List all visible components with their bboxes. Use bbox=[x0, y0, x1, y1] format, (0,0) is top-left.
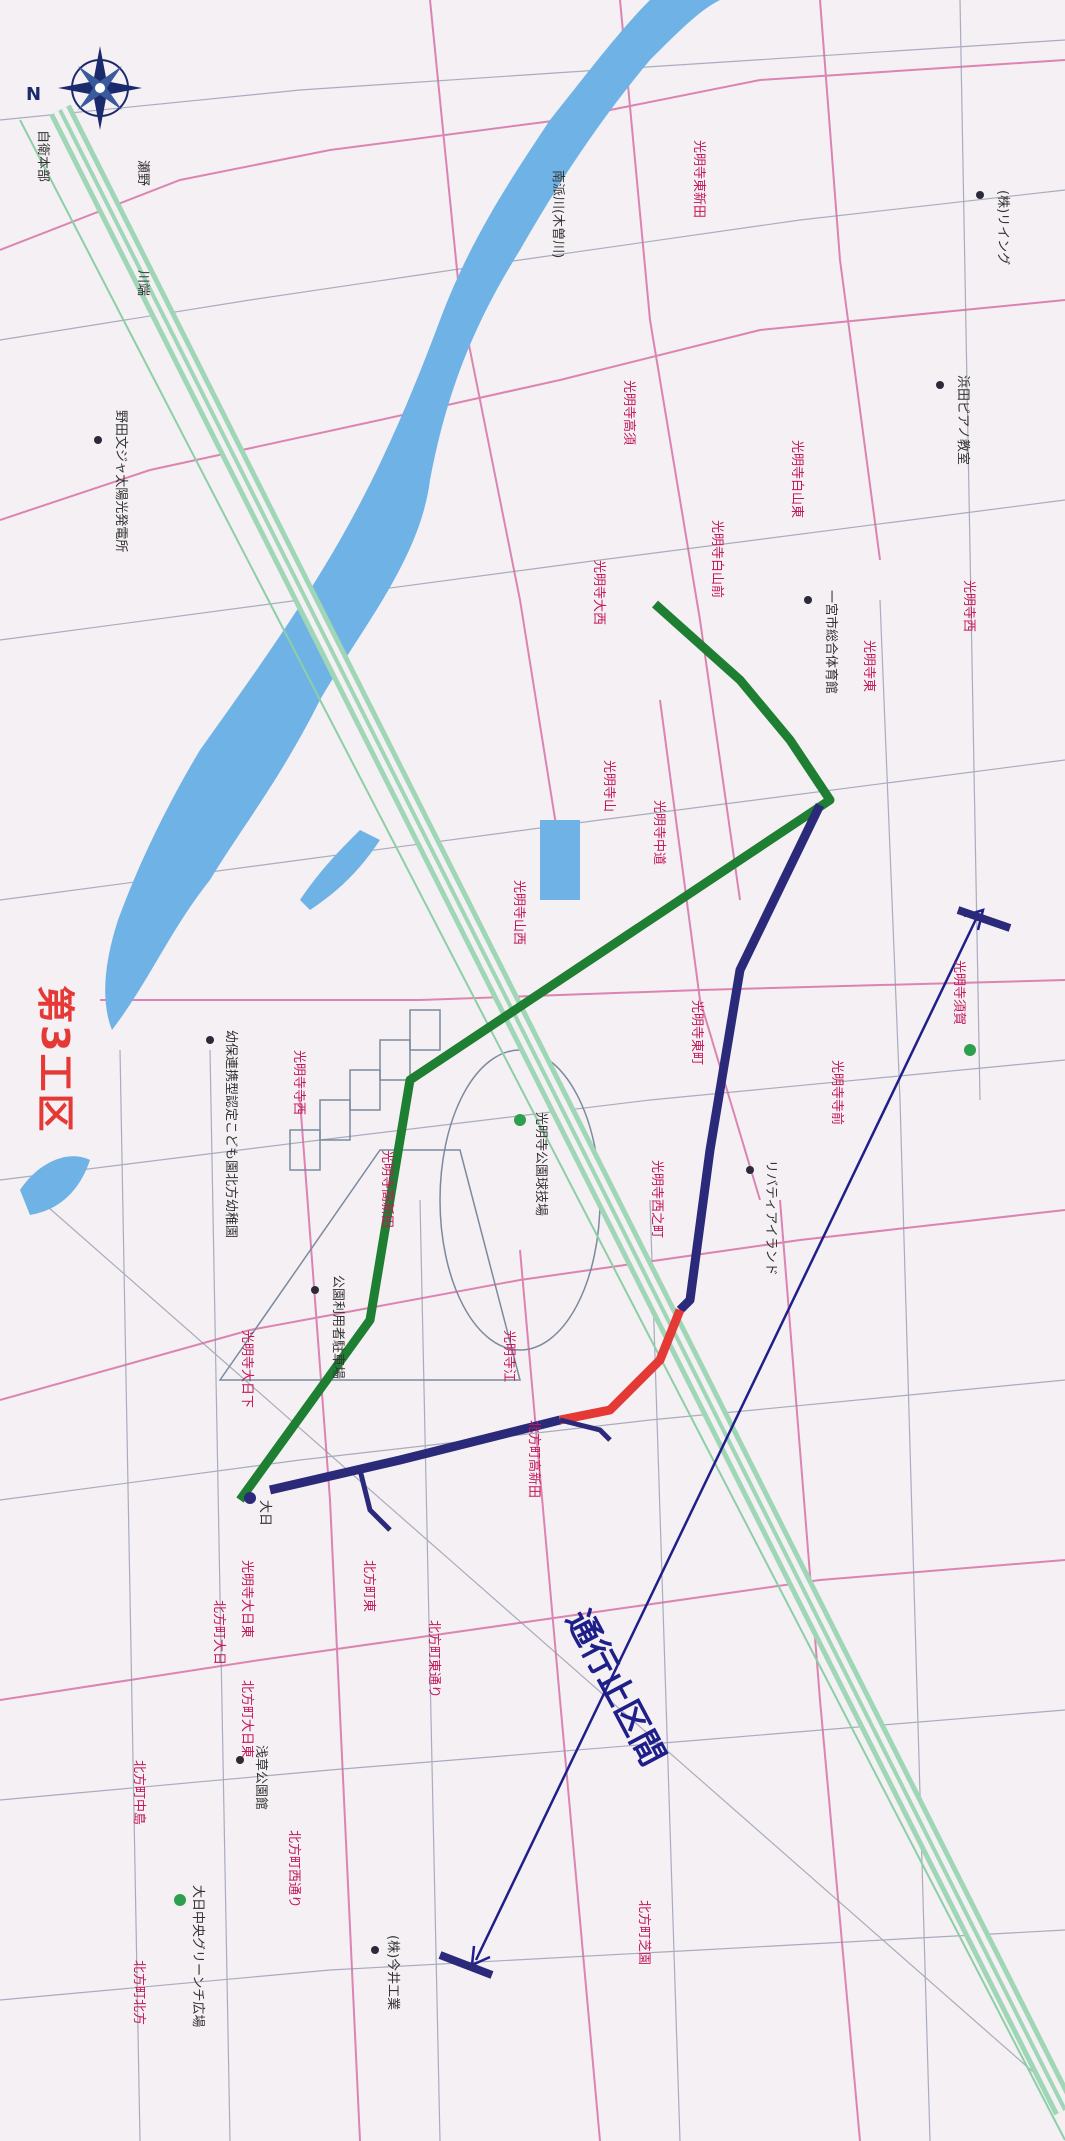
district-label: 北方町東 bbox=[361, 1560, 376, 1613]
district-label: 光明寺東町 bbox=[689, 1000, 704, 1066]
district-label: 光明寺山 bbox=[601, 760, 616, 813]
district-label: 北方町高新田 bbox=[526, 1420, 541, 1499]
place-label: 浜田ピアノ教室 bbox=[955, 375, 970, 465]
district-label: 光明寺大日東 bbox=[239, 1560, 254, 1639]
district-label: 光明寺江 bbox=[501, 1330, 516, 1383]
place-label: 大日 bbox=[257, 1500, 272, 1527]
district-label: 光明寺高新田 bbox=[379, 1150, 394, 1229]
green-route bbox=[236, 600, 835, 1503]
place-label: 光明寺公園球技場 bbox=[533, 1112, 548, 1217]
place-label: リバティアイランド bbox=[763, 1160, 778, 1276]
closure-bar-west bbox=[438, 1951, 494, 1979]
navy-route-west bbox=[268, 1415, 562, 1495]
district-label: 光明寺東新田 bbox=[691, 140, 706, 219]
place-label: 一宮市総合体育館 bbox=[823, 590, 838, 695]
district-label: 光明寺大西 bbox=[591, 560, 606, 626]
place-label: 南派川(木曽川) bbox=[550, 170, 565, 259]
district-label: 光明寺白山東 bbox=[789, 440, 804, 519]
red-route bbox=[559, 1308, 685, 1425]
district-label: 光明寺寺西 bbox=[291, 1050, 306, 1116]
closure-bar-east bbox=[956, 906, 1012, 932]
district-label: 北方町東通り bbox=[426, 1620, 441, 1699]
navy-route-main bbox=[676, 803, 825, 1314]
place-label: 川端 bbox=[135, 270, 150, 297]
district-label: 光明寺寺前 bbox=[829, 1060, 844, 1126]
district-label: 光明寺中道 bbox=[651, 800, 666, 866]
district-label: 北方町西通り bbox=[286, 1830, 301, 1909]
district-label: 光明寺高須 bbox=[621, 380, 636, 446]
navy-route-spur bbox=[357, 1469, 392, 1532]
map-title: 第3工区 bbox=[33, 985, 77, 1134]
navy-route-spur-2 bbox=[559, 1417, 612, 1442]
district-label: 北方町中島 bbox=[131, 1760, 146, 1826]
district-label: 光明寺山西 bbox=[511, 880, 526, 946]
place-label: 瀬野 bbox=[135, 160, 150, 187]
district-label: 北方町大日東 bbox=[239, 1680, 254, 1759]
poi-markers bbox=[94, 191, 984, 1954]
district-label: 北方町北方 bbox=[131, 1960, 146, 2026]
district-label: 光明寺大日下 bbox=[239, 1330, 254, 1409]
river bbox=[20, 0, 721, 1215]
district-label: 北方町大日 bbox=[211, 1600, 226, 1666]
district-label: 北方町芝園 bbox=[636, 1900, 651, 1966]
district-label: 光明寺西 bbox=[961, 580, 976, 633]
district-label: 光明寺白山前 bbox=[709, 520, 724, 599]
district-label: 光明寺須賀 bbox=[951, 960, 966, 1026]
compass-icon bbox=[58, 46, 142, 130]
place-label: (株)リイング bbox=[995, 190, 1010, 266]
place-label: 大日中央グリーンチ広場 bbox=[190, 1885, 205, 2028]
district-label: 光明寺東 bbox=[861, 640, 876, 693]
place-label: 幼保連携型認定こども園北方幼稚園 bbox=[223, 1030, 238, 1239]
compass-north-label: N bbox=[26, 84, 42, 105]
place-label: 野田文ジャ太陽光発電所 bbox=[113, 410, 128, 553]
place-label: (株)今井工業 bbox=[385, 1935, 400, 2011]
expressway bbox=[19, 104, 1065, 2141]
place-label: 自衛本部 bbox=[35, 130, 50, 183]
district-label: 光明寺西之町 bbox=[649, 1160, 664, 1239]
place-label: 公園利用者駐車場 bbox=[330, 1275, 345, 1380]
